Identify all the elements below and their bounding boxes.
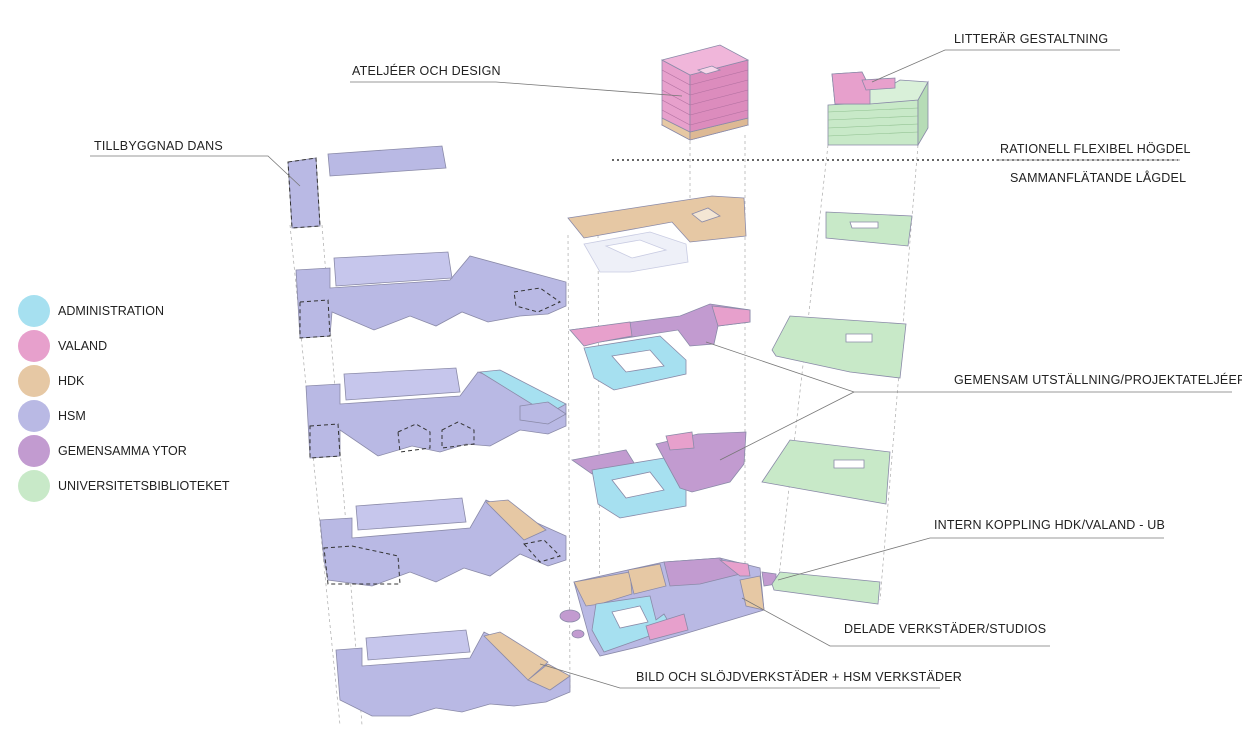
label-intern: INTERN KOPPLING HDK/VALAND - UB [934,518,1166,532]
ateljeer-tower [660,44,750,141]
label-rationell: RATIONELL FLEXIBEL HÖGDEL [1000,142,1191,156]
left-level-1 [295,251,567,339]
middle-level-3 [570,431,747,519]
left-level-4 [335,629,571,717]
tillbyggnad-block [287,145,447,229]
legend-label: GEMENSAMMA YTOR [58,444,187,458]
middle-level-4 [559,557,777,657]
legend-swatch [18,435,50,467]
label-bild: BILD OCH SLÖJDVERKSTÄDER + HSM VERKSTÄDE… [636,670,962,684]
left-level-3 [319,497,567,587]
legend-swatch [18,365,50,397]
left-level-2 [305,367,567,459]
legend-item-universitetsbiblioteket: UNIVERSITETSBIBLIOTEKET [18,469,230,503]
legend-item-administration: ADMINISTRATION [18,294,164,328]
label-gemensam: GEMENSAM UTSTÄLLNING/PROJEKTATELJÉER [954,373,1242,387]
label-delade: DELADE VERKSTÄDER/STUDIOS [844,622,1047,636]
leader-lines [90,49,1232,689]
legend-item-hsm: HSM [18,399,86,433]
legend-item-valand: VALAND [18,329,107,363]
right-ub-level-4 [771,571,881,605]
legend-label: HDK [58,374,85,388]
middle-level-1 [567,195,747,273]
middle-level-2 [568,303,751,391]
label-ateljeer: ATELJÉER OCH DESIGN [352,64,501,78]
legend-label: ADMINISTRATION [58,304,165,318]
litterar-tower [827,71,929,147]
right-ub-level-1 [825,211,913,247]
right-ub-level-2 [771,315,907,379]
legend-label: UNIVERSITETSBIBLIOTEKET [58,479,230,493]
legend-label: HSM [58,409,86,423]
right-ub-level-3 [761,439,891,505]
label-sammanflatande: SAMMANFLÄTANDE LÅGDEL [1010,171,1187,185]
label-litterar: LITTERÄR GESTALTNING [954,32,1109,46]
legend-swatch [18,470,50,502]
legend-item-hdk: HDK [18,364,84,398]
legend-swatch [18,295,50,327]
legend-swatch [18,330,50,362]
label-tillbyggnad: TILLBYGGNAD DANS [94,139,223,153]
legend-swatch [18,400,50,432]
legend-label: VALAND [58,339,108,353]
legend-item-gemensamma: GEMENSAMMA YTOR [18,434,187,468]
